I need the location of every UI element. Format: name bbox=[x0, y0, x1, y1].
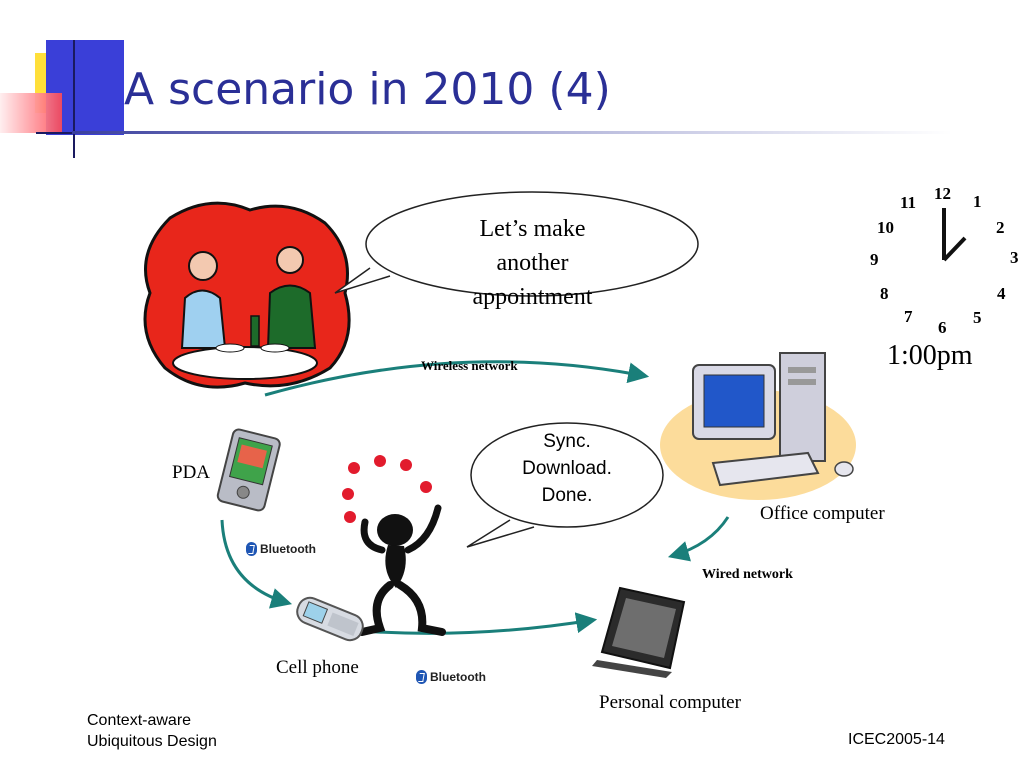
restaurant-scene-image bbox=[143, 201, 351, 389]
juggler-figure-image bbox=[342, 455, 446, 636]
bluetooth-badge-upper-label: Bluetooth bbox=[260, 542, 316, 556]
bluetooth-icon bbox=[416, 670, 427, 684]
clock-number-8: 8 bbox=[880, 284, 889, 303]
juggle-ball bbox=[420, 481, 432, 493]
bluetooth-icon bbox=[246, 542, 257, 556]
bluetooth-badge-upper: Bluetooth bbox=[246, 542, 316, 556]
clock-time-label: 1:00pm bbox=[887, 340, 973, 371]
clock-number-3: 3 bbox=[1010, 248, 1019, 267]
status-bubble-shape bbox=[466, 422, 664, 548]
juggle-ball bbox=[348, 462, 360, 474]
pda-label: PDA bbox=[172, 462, 211, 483]
speech-line-1: Let’s make bbox=[479, 216, 586, 242]
personal-computer-label: Personal computer bbox=[599, 692, 741, 713]
status-line-1: Sync. bbox=[543, 431, 591, 452]
clock-face bbox=[942, 208, 967, 262]
speech-line-2: another bbox=[496, 250, 569, 276]
juggle-ball bbox=[344, 511, 356, 523]
speech-line-3: appointment bbox=[472, 284, 593, 310]
clock-number-7: 7 bbox=[904, 307, 913, 326]
slide-title: A scenario in 2010 (4) bbox=[124, 64, 611, 115]
clock-number-12: 12 bbox=[934, 184, 951, 203]
cell-phone-image bbox=[296, 596, 364, 642]
office-computer-image bbox=[660, 352, 856, 500]
clock-number-1: 1 bbox=[973, 192, 982, 211]
clock-number-4: 4 bbox=[997, 284, 1006, 303]
status-line-3: Done. bbox=[541, 485, 593, 506]
status-line-2: Download. bbox=[522, 458, 612, 479]
cell-phone-label: Cell phone bbox=[276, 657, 359, 678]
clock-number-2: 2 bbox=[996, 218, 1005, 237]
title-underline bbox=[72, 131, 952, 134]
clock-number-11: 11 bbox=[900, 193, 917, 212]
footer-left: Context-aware Ubiquitous Design bbox=[87, 710, 217, 752]
pda-image bbox=[216, 428, 281, 512]
speech-bubble-shape bbox=[334, 191, 699, 297]
clock-number-6: 6 bbox=[938, 318, 947, 337]
personal-computer-image bbox=[592, 586, 686, 678]
clock-number-10: 10 bbox=[877, 218, 894, 237]
office-computer-label: Office computer bbox=[760, 503, 885, 524]
juggle-ball bbox=[342, 488, 354, 500]
footer-left-line-2: Ubiquitous Design bbox=[87, 733, 217, 750]
clock-number-5: 5 bbox=[973, 308, 982, 327]
clock-number-9: 9 bbox=[870, 250, 879, 269]
wireless-network-arrow bbox=[264, 360, 650, 397]
juggle-ball bbox=[374, 455, 386, 467]
speech-bubble-text: Let’s make another appointment bbox=[420, 212, 645, 314]
wired-network-label: Wired network bbox=[702, 567, 793, 582]
status-bubble-text: Sync. Download. Done. bbox=[492, 428, 642, 509]
pda-to-phone-arrow bbox=[220, 519, 293, 609]
footer-slide-number: ICEC2005-14 bbox=[848, 731, 945, 748]
bluetooth-badge-lower: Bluetooth bbox=[416, 670, 486, 684]
wireless-network-label: Wireless network bbox=[421, 358, 518, 373]
clock: 12 1 2 3 4 5 6 7 8 9 10 11 bbox=[862, 180, 1022, 345]
bluetooth-badge-lower-label: Bluetooth bbox=[430, 670, 486, 684]
footer-left-line-1: Context-aware bbox=[87, 712, 192, 729]
juggle-ball bbox=[400, 459, 412, 471]
wired-network-arrow bbox=[667, 516, 730, 562]
